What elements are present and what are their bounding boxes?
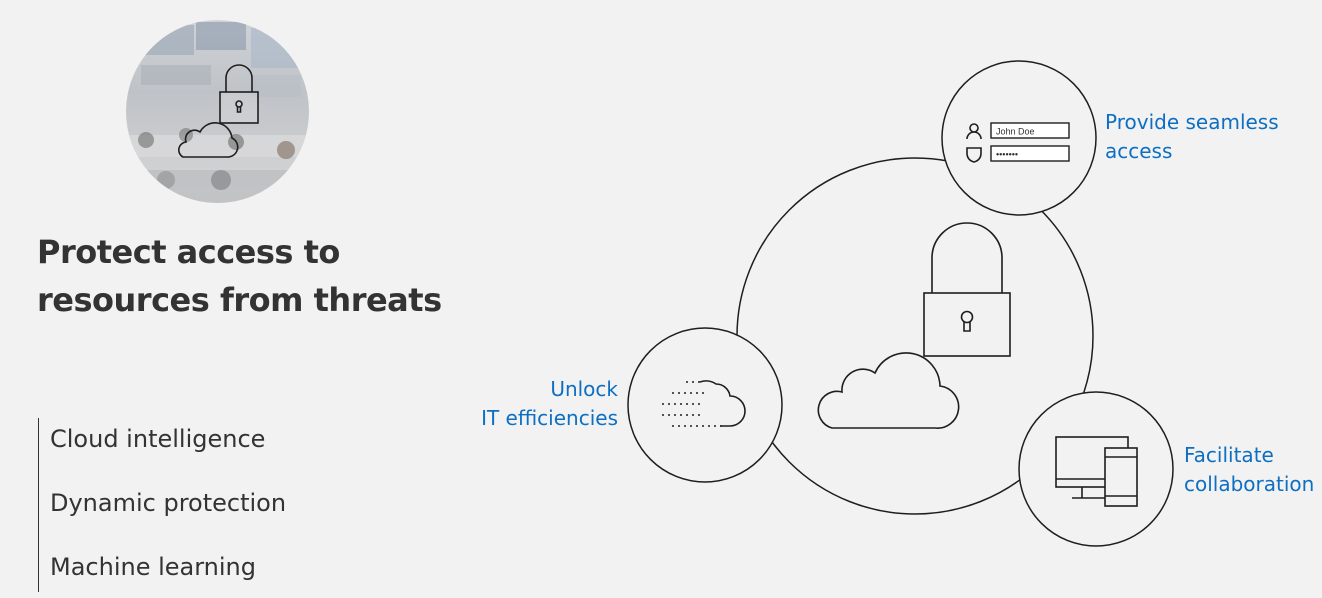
feature-item-dynamic-protection: Dynamic protection	[50, 489, 287, 517]
caption-collaboration-line-2: collaboration	[1184, 472, 1315, 496]
caption-collaboration: Facilitate collaboration	[1184, 441, 1314, 499]
hero-image-circle	[126, 20, 309, 203]
feature-item-cloud-intelligence: Cloud intelligence	[50, 425, 266, 453]
password-field	[990, 145, 1070, 162]
caption-collaboration-line-1: Facilitate	[1184, 443, 1274, 467]
user-icon	[966, 123, 982, 140]
caption-seamless-access-line-2: access	[1105, 139, 1173, 163]
feature-item-machine-learning: Machine learning	[50, 553, 257, 581]
caption-it-efficiencies-line-2: IT efficiencies	[481, 406, 618, 430]
caption-it-efficiencies: Unlock IT efficiencies	[481, 375, 618, 433]
caption-seamless-access-line-1: Provide seamless	[1105, 110, 1279, 134]
login-form: John Doe •••••••	[966, 122, 1070, 163]
shield-icon	[966, 147, 982, 163]
hero-illustration	[126, 22, 309, 203]
cloud-icon	[178, 122, 239, 158]
page-title: Protect access to resources from threats	[37, 228, 442, 324]
it-efficiencies-circle	[627, 327, 783, 483]
cloud-icon	[817, 352, 960, 429]
password-value: •••••••	[996, 150, 1018, 160]
padlock-icon	[923, 222, 1011, 357]
smartphone-icon	[1104, 447, 1138, 507]
moving-cloud-icon	[662, 380, 746, 427]
caption-it-efficiencies-line-1: Unlock	[550, 377, 618, 401]
padlock-icon	[219, 64, 259, 124]
username-value: John Doe	[996, 127, 1035, 137]
caption-seamless-access: Provide seamless access	[1105, 108, 1279, 166]
username-field	[990, 122, 1070, 139]
feature-list: Cloud intelligence Dynamic protection Ma…	[38, 418, 286, 592]
page-title-line-2: resources from threats	[37, 281, 442, 319]
page-title-line-1: Protect access to	[37, 233, 340, 271]
collaboration-circle	[1018, 391, 1174, 547]
